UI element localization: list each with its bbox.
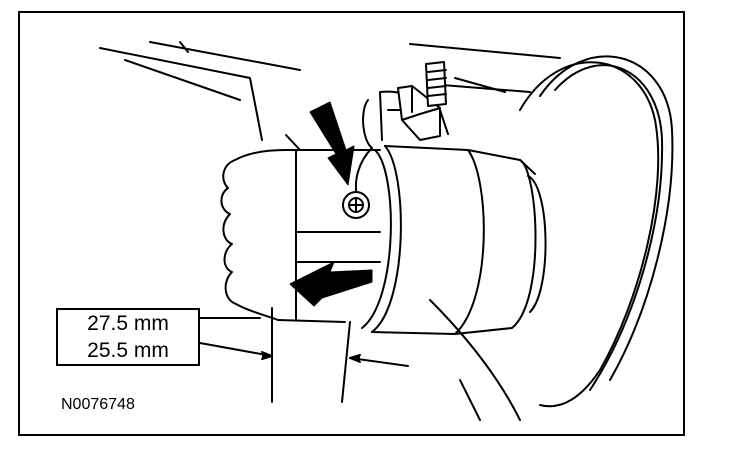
arrow-upper bbox=[309, 101, 355, 186]
dimension-value-2: 25.5 mm bbox=[87, 339, 169, 362]
clamp-screw bbox=[342, 191, 370, 219]
figure-id: N0076748 bbox=[61, 396, 135, 413]
end-cap bbox=[511, 159, 547, 329]
dimension-value-1: 27.5 mm bbox=[87, 312, 169, 335]
arrow-lower bbox=[289, 261, 373, 307]
pipe-left bbox=[220, 134, 381, 323]
bolt-nut bbox=[397, 61, 447, 141]
dimension-callout: 27.5 mm 25.5 mm bbox=[56, 308, 200, 366]
pulley bbox=[429, 55, 674, 421]
dimension-lines bbox=[199, 307, 409, 403]
clamp bbox=[354, 91, 521, 335]
